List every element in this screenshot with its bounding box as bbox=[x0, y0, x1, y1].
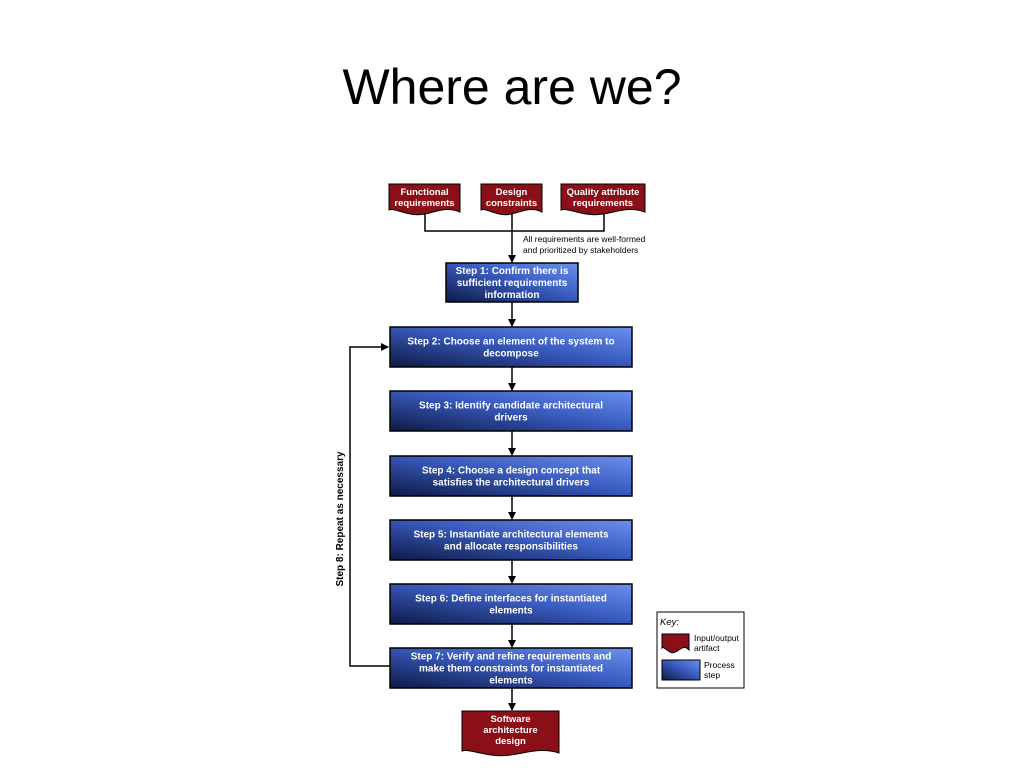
step-2-label: Step 2: Choose an element of the system … bbox=[407, 337, 614, 360]
step-1-box bbox=[445, 262, 579, 303]
step-6-label: Step 6: Define interfaces for instantiat… bbox=[415, 594, 607, 617]
step-2-box bbox=[389, 326, 633, 368]
step-3-label: Step 3: Identify candidate architectural… bbox=[419, 401, 603, 424]
key-process-swatch bbox=[661, 659, 701, 681]
loop-label: Step 8: Repeat as necessary bbox=[335, 451, 346, 587]
step-4-box bbox=[389, 455, 633, 497]
key-artifact-swatch bbox=[661, 633, 690, 654]
step-7-label: Step 7: Verify and refine requirements a… bbox=[411, 652, 612, 687]
step-7-box bbox=[389, 647, 633, 689]
doc-shape-functional bbox=[388, 183, 461, 216]
feedback-loop-line bbox=[349, 343, 390, 667]
key-title: Key: bbox=[660, 617, 679, 628]
step-6-box bbox=[389, 583, 633, 625]
doc-shape-output bbox=[461, 710, 560, 757]
doc-shape-quality bbox=[560, 183, 646, 216]
merge-connector bbox=[424, 213, 605, 232]
step-5-label: Step 5: Instantiate architectural elemen… bbox=[413, 530, 609, 553]
step-3-box bbox=[389, 390, 633, 432]
doc-shape-design bbox=[480, 183, 543, 216]
slide-title: Where are we? bbox=[342, 59, 682, 115]
step-5-box bbox=[389, 519, 633, 561]
